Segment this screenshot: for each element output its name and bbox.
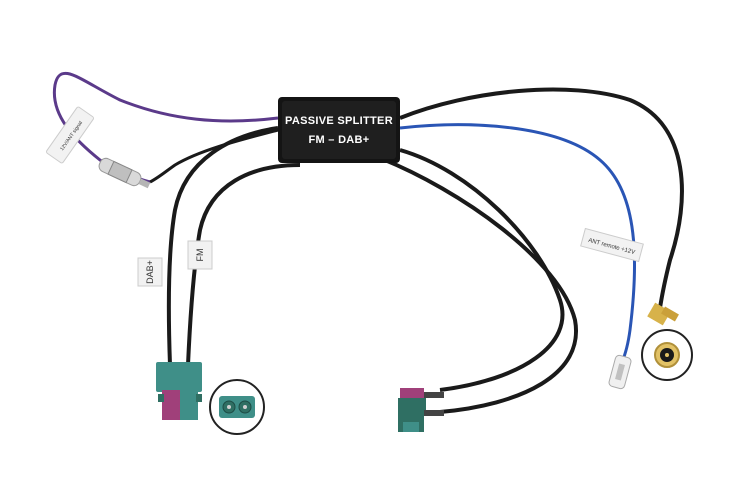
- cable-fm: [186, 163, 301, 366]
- splitter-line-2: FM – DAB+: [308, 134, 369, 146]
- dab-tag: DAB+: [137, 257, 163, 287]
- sma-end-view: [641, 329, 693, 381]
- fuse-holder: [98, 157, 151, 189]
- fm-tag: FM: [187, 240, 213, 270]
- power-tag: 12V/ANT signal: [46, 106, 94, 164]
- blue-wire: [399, 123, 637, 363]
- fakra-double-connector: [156, 362, 202, 420]
- sma-connector: [647, 302, 679, 326]
- splitter-line-1: PASSIVE SPLITTER: [285, 115, 393, 127]
- fakra-end-view: [209, 379, 265, 435]
- fm-tag-text: FM: [195, 249, 205, 262]
- fakra-single-connector-bottom: [398, 408, 444, 432]
- ant-remote-tag: ANT remote +12V: [580, 227, 644, 263]
- cable-fakra-bottom: [379, 156, 579, 414]
- dab-tag-text: DAB+: [145, 260, 155, 284]
- cable-dab: [166, 126, 279, 366]
- cable-sma: [399, 87, 684, 309]
- cable-fakra-top: [399, 148, 565, 392]
- blade-terminal: [608, 354, 632, 390]
- fuse-wire: [149, 128, 279, 184]
